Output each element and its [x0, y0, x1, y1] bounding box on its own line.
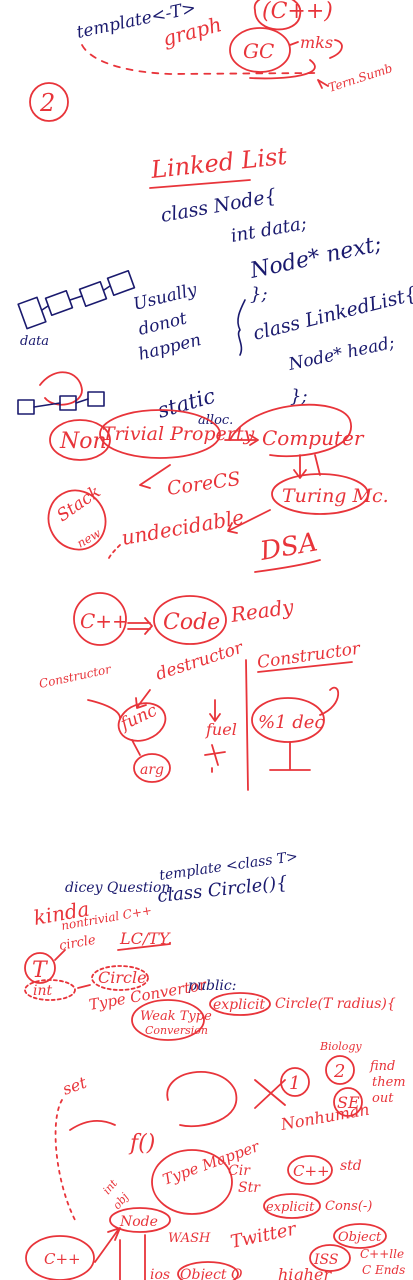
cons-label: Cons(-) [325, 1199, 372, 1214]
cpp-label: (C++) [262, 0, 333, 24]
title-underline [149, 179, 251, 189]
code-label: Code [163, 610, 220, 635]
code-line-4: }; [250, 284, 268, 305]
circle-note-label: circle [58, 933, 97, 954]
circle-fn-label: Circle [98, 968, 147, 987]
weak-type-label: Weak Type [140, 1009, 212, 1024]
note-data: data [20, 334, 49, 349]
fuel-label: fuel [205, 720, 237, 739]
node-chain [17, 269, 136, 330]
cpp-circle [254, 0, 301, 31]
se-label: SE [337, 1093, 360, 1112]
object-o-label: Object O [180, 1267, 243, 1280]
dashed-arc [81, 44, 316, 75]
tern-sumb-label: Tern.Sumb [327, 61, 395, 95]
T-label: T [32, 958, 49, 983]
note-usually: Usually [131, 280, 199, 315]
linked-list-section: Linked List class Node{ int data; Node* … [17, 142, 413, 428]
gc-label: GC [243, 39, 274, 63]
note-alloc: alloc. [198, 413, 233, 428]
lc-ty-label: LC/TY. [119, 929, 173, 948]
out-label: out [372, 1091, 394, 1106]
twitter-label: Twitter [229, 1218, 300, 1253]
arg-label: arg [140, 762, 164, 778]
ios-label: ios [150, 1267, 170, 1280]
higher-label: higher [278, 1265, 332, 1280]
constructor-right-label: Constructor [256, 639, 362, 673]
computer-label: Computer [262, 426, 365, 450]
top-section: template<-T> graph (C++) GC mks Tern.Sum… [75, 0, 394, 95]
destructor-label: destructor [153, 638, 246, 685]
biology-label: Biology [319, 1040, 362, 1053]
them-label: them [372, 1075, 406, 1090]
wash-label: WASH [168, 1231, 211, 1246]
object-label: Object [338, 1230, 382, 1245]
bottom-section: Biology 1 2 SE find them out Nonhuman se… [25, 1040, 406, 1280]
brace [237, 299, 246, 356]
one-label: 1 [289, 1073, 300, 1094]
arrow-arc [249, 59, 316, 80]
cpp-bottom-label: C++ [293, 1162, 330, 1180]
std-label: std [340, 1158, 362, 1174]
tern-arrow [317, 79, 329, 89]
mks-label: mks [300, 33, 333, 52]
public-label: public: [188, 978, 236, 994]
explicit-bottom-label: explicit [266, 1200, 315, 1215]
cpp-circle-label: C++ [80, 609, 129, 633]
conversion-label: Conversion [145, 1024, 208, 1037]
stack-label: Stack [53, 482, 104, 526]
pct-dec-label: %1 dec [258, 712, 325, 733]
explicit-label: explicit [213, 997, 265, 1013]
dicey-question-label: dicey Question. [65, 880, 175, 896]
nonhuman-label: Nonhuman [278, 1100, 370, 1134]
turing-mc-label: Turing Mc. [282, 485, 389, 507]
c-ends-label: C Ends [362, 1263, 405, 1277]
circle-question-section: dicey Question. template <class T> class… [24, 849, 396, 1041]
circle-radius-label: Circle(T radius){ [275, 996, 396, 1012]
code-line-6: Node* head; [286, 333, 397, 375]
trivial-property-label: Trivial Property [102, 423, 255, 445]
constructor-left-label: Constructor [38, 662, 114, 691]
cxx-lle-label: C++lle [360, 1247, 404, 1261]
str-label: Str [238, 1180, 261, 1196]
f-label: f() [128, 1131, 155, 1156]
code-ready-section: C++ Code Ready Constructor destructor fu… [38, 592, 362, 791]
concept-diagram: Non Trivial Property Computer CoreCS Tur… [47, 403, 389, 573]
node-label: Node [119, 1214, 158, 1230]
core-cs-label: CoreCS [166, 468, 242, 500]
small-node-diagram [17, 371, 105, 415]
int-label: int [33, 983, 52, 999]
iss-label: ISS [313, 1252, 338, 1268]
find-label: find [369, 1059, 395, 1074]
code-line-7: }; [290, 386, 308, 407]
code-line-2: int data; [229, 213, 308, 247]
undecidable-label: undecidable [120, 505, 246, 550]
non-label: Non [59, 429, 107, 454]
set-label: set [60, 1072, 90, 1098]
gc-circle [229, 27, 291, 73]
number-label: 2 [39, 89, 55, 117]
ready-label: Ready [228, 594, 295, 627]
cpp-bottom-2-label: C++ [44, 1250, 81, 1268]
linked-list-title: Linked List [149, 142, 289, 184]
cir-label: Cir [228, 1163, 251, 1179]
mks-connector [289, 39, 343, 59]
number-circle [29, 82, 69, 122]
dsa-label: DSA [257, 527, 320, 567]
two-label: 2 [333, 1061, 345, 1082]
